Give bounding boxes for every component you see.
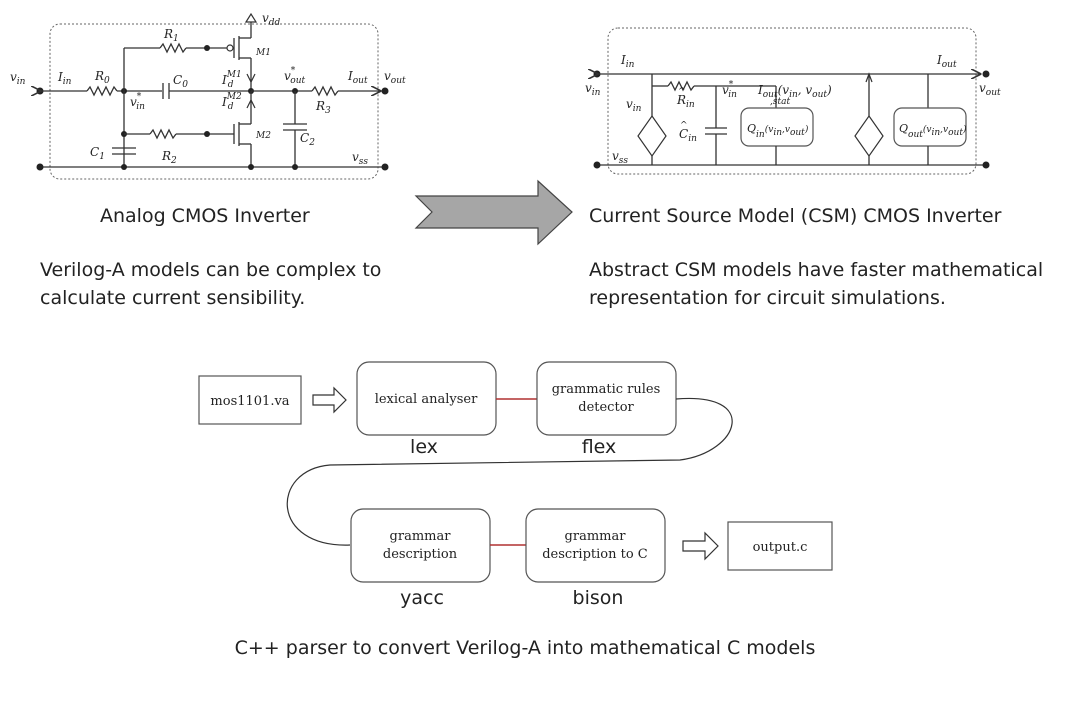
rin-resistor: [667, 80, 695, 92]
analog-caption: Analog CMOS Inverter: [100, 205, 310, 227]
id-m1-arrow-icon: [246, 73, 256, 84]
qin-block: [740, 107, 814, 147]
lexical-label: lexical analyser: [375, 392, 478, 407]
output-arrow-icon: [682, 531, 719, 561]
input-file-box: [198, 375, 302, 425]
grammar-box: [350, 508, 491, 583]
iout-stat-label: Iout(vin, vout): [757, 83, 832, 100]
vdd-arrow-icon: [244, 12, 258, 23]
vss-m2-node: [248, 164, 254, 170]
csm-iout-label: Iout: [936, 53, 957, 70]
vss-left-node: [36, 163, 44, 171]
rin-label: Rin: [676, 93, 695, 110]
vss-c2-node: [292, 164, 298, 170]
vss-c1-node: [121, 164, 127, 170]
csm-iin-label: Iin: [620, 53, 635, 70]
grammar-c-label-2: description to C: [542, 547, 648, 562]
rin-hat: ^: [678, 87, 686, 97]
vdd-label: vdd: [262, 11, 281, 28]
vin-source-icon: [637, 114, 667, 158]
iin-label: Iin: [57, 70, 72, 87]
qin-label: Qin(vin,vout): [747, 122, 809, 140]
r1-node: [204, 45, 210, 51]
cin-label: Cin: [679, 127, 697, 144]
vout-star-label: v*out: [284, 66, 305, 86]
csm-circuit: Iin vin vin Rin ^ Cin ^ v*in Qin(vin,vou…: [585, 27, 1001, 175]
vin-star-label: v*in: [130, 92, 145, 112]
r1-label: R1: [163, 27, 179, 44]
r2-resistor: [149, 128, 177, 140]
vss-right-node: [381, 163, 389, 171]
vout-label: vout: [384, 69, 406, 86]
c0-label: C0: [173, 73, 188, 90]
input-arrow-icon: [312, 386, 347, 414]
csm-caption: Current Source Model (CSM) CMOS Inverter: [589, 205, 1002, 227]
tag-bison: bison: [573, 587, 624, 609]
grammar-c-box: [525, 508, 666, 583]
vin-label: vin: [10, 70, 26, 87]
iout-label: Iout: [347, 69, 368, 86]
c1-label: C1: [90, 145, 105, 162]
analog-desc-line1: Verilog-A models can be complex to: [40, 259, 381, 281]
flow-caption: C++ parser to convert Verilog-A into mat…: [235, 637, 816, 659]
tag-flex: flex: [582, 436, 617, 458]
r0-label: R0: [94, 69, 110, 86]
r0-resistor: [86, 85, 118, 97]
iout-source-icon: [854, 114, 884, 158]
vout-node: [381, 87, 389, 95]
grammar-c-label-1: grammar: [565, 529, 627, 544]
tag-lex: lex: [410, 436, 438, 458]
parser-flow: mos1101.va lexical analyser grammatic ru…: [198, 361, 833, 609]
vss-label: vss: [352, 150, 368, 167]
tag-yacc: yacc: [400, 587, 444, 609]
m2-nmos-transistor: M2: [233, 91, 271, 167]
r3-resistor: [311, 85, 339, 97]
grammatic-label-1: grammatic rules: [552, 382, 661, 397]
stat-label: ,stat: [770, 97, 790, 107]
csm-desc-line1: Abstract CSM models have faster mathemat…: [589, 259, 1043, 281]
csm-vss-label: vss: [612, 149, 628, 166]
m2-label: M2: [255, 131, 271, 141]
vin-src-label: vin: [626, 97, 642, 114]
csm-vin-label: vin: [585, 81, 601, 98]
id-m2-arrow-icon: [246, 98, 256, 109]
input-file-label: mos1101.va: [210, 394, 289, 409]
output-file-label: output.c: [753, 540, 808, 555]
m1-label: M1: [255, 48, 271, 58]
analog-circuit: vdd vin Iin R0 v*in C0 R1: [10, 11, 406, 180]
r3-label: R3: [315, 99, 331, 116]
r2-right-node: [204, 131, 210, 137]
qout-label: Qout(vin,vout): [899, 122, 967, 140]
grammatic-label-2: detector: [578, 400, 634, 415]
csm-vout-node: [982, 70, 990, 78]
csm-boundary: [607, 27, 977, 175]
csm-vout-label: vout: [979, 81, 1001, 98]
grammar-label-2: description: [383, 547, 458, 562]
csm-vss-left-node: [593, 161, 601, 169]
m1-pmos-transistor: M1: [226, 36, 271, 91]
flow-curve: [286, 397, 733, 546]
csm-vin-star-label: v*in: [722, 80, 737, 100]
analog-desc-line2: calculate current sensibility.: [40, 287, 305, 309]
analog-boundary: [49, 23, 379, 180]
r1-resistor: [159, 42, 187, 54]
output-file-box: [727, 521, 833, 571]
c2-label: C2: [300, 131, 315, 148]
r2-label: R2: [161, 149, 177, 166]
csm-vss-right-node: [982, 161, 990, 169]
m1-gate-bubble: [226, 44, 234, 52]
csm-desc-line2: representation for circuit simulations.: [589, 287, 946, 309]
cin-hat: ^: [680, 121, 688, 131]
qout-block: [893, 107, 967, 147]
grammatic-box: [536, 361, 677, 436]
transform-arrow-icon: [414, 179, 573, 246]
grammar-label-1: grammar: [390, 529, 452, 544]
